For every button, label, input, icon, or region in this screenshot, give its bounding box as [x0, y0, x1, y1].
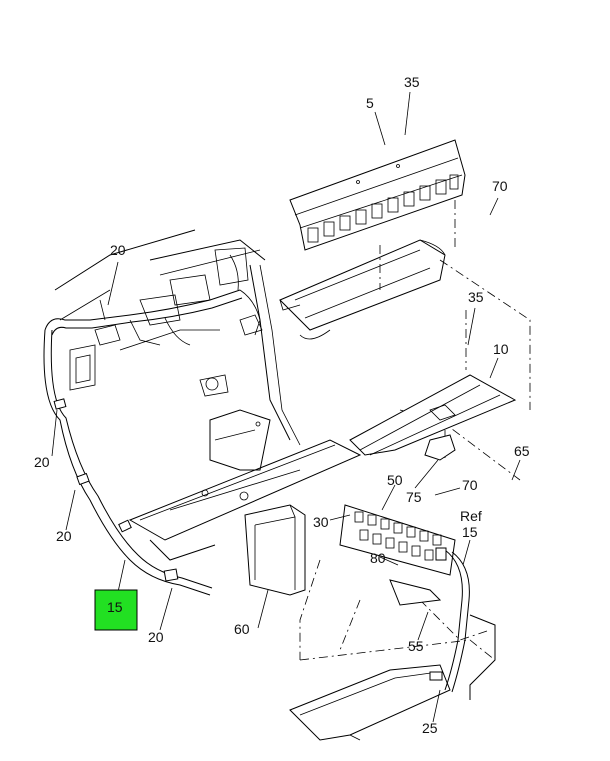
callout-ref: Ref: [460, 508, 482, 524]
callout-15-highlight[interactable]: 15: [94, 589, 138, 631]
relay-panel-part: [339, 504, 470, 693]
highlight-box[interactable]: [94, 589, 138, 631]
switch-panel-part: [289, 139, 466, 251]
callout-labels: 35 5 70 20 35 10 20 65 50 75 70 30 20 Re…: [34, 74, 530, 736]
junction-box-part: [244, 504, 306, 596]
cross-bracket-part: [349, 374, 517, 461]
callout-5: 5: [366, 95, 374, 111]
callout-20-bottom: 20: [148, 629, 164, 645]
callout-50: 50: [387, 472, 403, 488]
callout-20-left: 20: [34, 454, 50, 470]
firewall-structure: [54, 229, 362, 561]
callout-35-top: 35: [404, 74, 420, 90]
callout-55: 55: [408, 638, 424, 654]
callout-10: 10: [493, 341, 509, 357]
callout-30: 30: [313, 514, 329, 530]
callout-15-right: 15: [462, 524, 478, 540]
callout-70-top: 70: [492, 178, 508, 194]
callout-20-lower: 20: [56, 528, 72, 544]
callout-35-mid: 35: [468, 289, 484, 305]
wiring-harness-part: [43, 254, 261, 596]
leader-lines: [51, 91, 521, 723]
callout-25: 25: [422, 720, 438, 736]
callout-20-upper: 20: [110, 242, 126, 258]
callout-75: 75: [406, 489, 422, 505]
callout-70-mid: 70: [462, 477, 478, 493]
callout-80: 80: [370, 550, 386, 566]
callout-65: 65: [514, 443, 530, 459]
dash-trough-part: [279, 239, 446, 340]
callout-60: 60: [234, 621, 250, 637]
floor-pan-part: [289, 614, 496, 741]
